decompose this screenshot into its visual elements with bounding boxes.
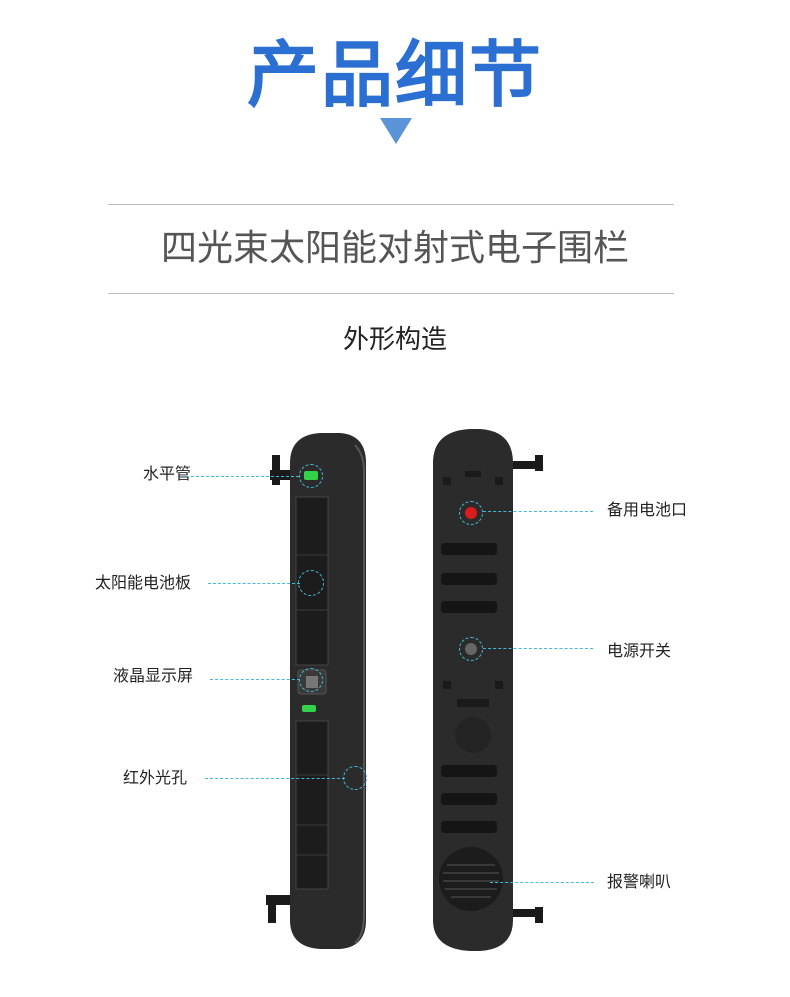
callout-line-level	[181, 476, 299, 477]
callout-line-solar	[208, 583, 300, 584]
label-ir: 红外光孔	[123, 768, 188, 787]
back-device-image	[433, 429, 543, 951]
callout-line-battery	[483, 511, 593, 512]
callout-ring-ir	[343, 766, 367, 790]
callout-ring-lcd	[299, 668, 323, 692]
label-power: 电源开关	[607, 641, 672, 660]
callout-line-speaker	[490, 882, 594, 883]
label-level: 水平管	[143, 464, 192, 483]
callout-line-lcd	[210, 679, 300, 680]
label-lcd: 液晶显示屏	[113, 666, 194, 685]
callout-ring-level	[299, 464, 323, 488]
label-solar: 太阳能电池板	[95, 573, 192, 592]
divider-bottom	[108, 293, 674, 294]
divider-top	[108, 204, 674, 205]
callout-ring-battery	[459, 501, 483, 525]
down-arrow-icon	[380, 118, 412, 144]
label-speaker: 报警喇叭	[607, 872, 672, 891]
page-title: 产品细节	[246, 33, 543, 117]
callout-line-ir	[205, 778, 345, 779]
label-battery: 备用电池口	[607, 500, 688, 519]
callout-ring-power	[459, 637, 483, 661]
callout-ring-solar	[298, 570, 324, 596]
product-subtitle: 四光束太阳能对射式电子围栏	[160, 228, 629, 269]
callout-line-power	[483, 648, 593, 649]
front-device-image	[266, 433, 366, 949]
section-label: 外形构造	[342, 325, 447, 355]
